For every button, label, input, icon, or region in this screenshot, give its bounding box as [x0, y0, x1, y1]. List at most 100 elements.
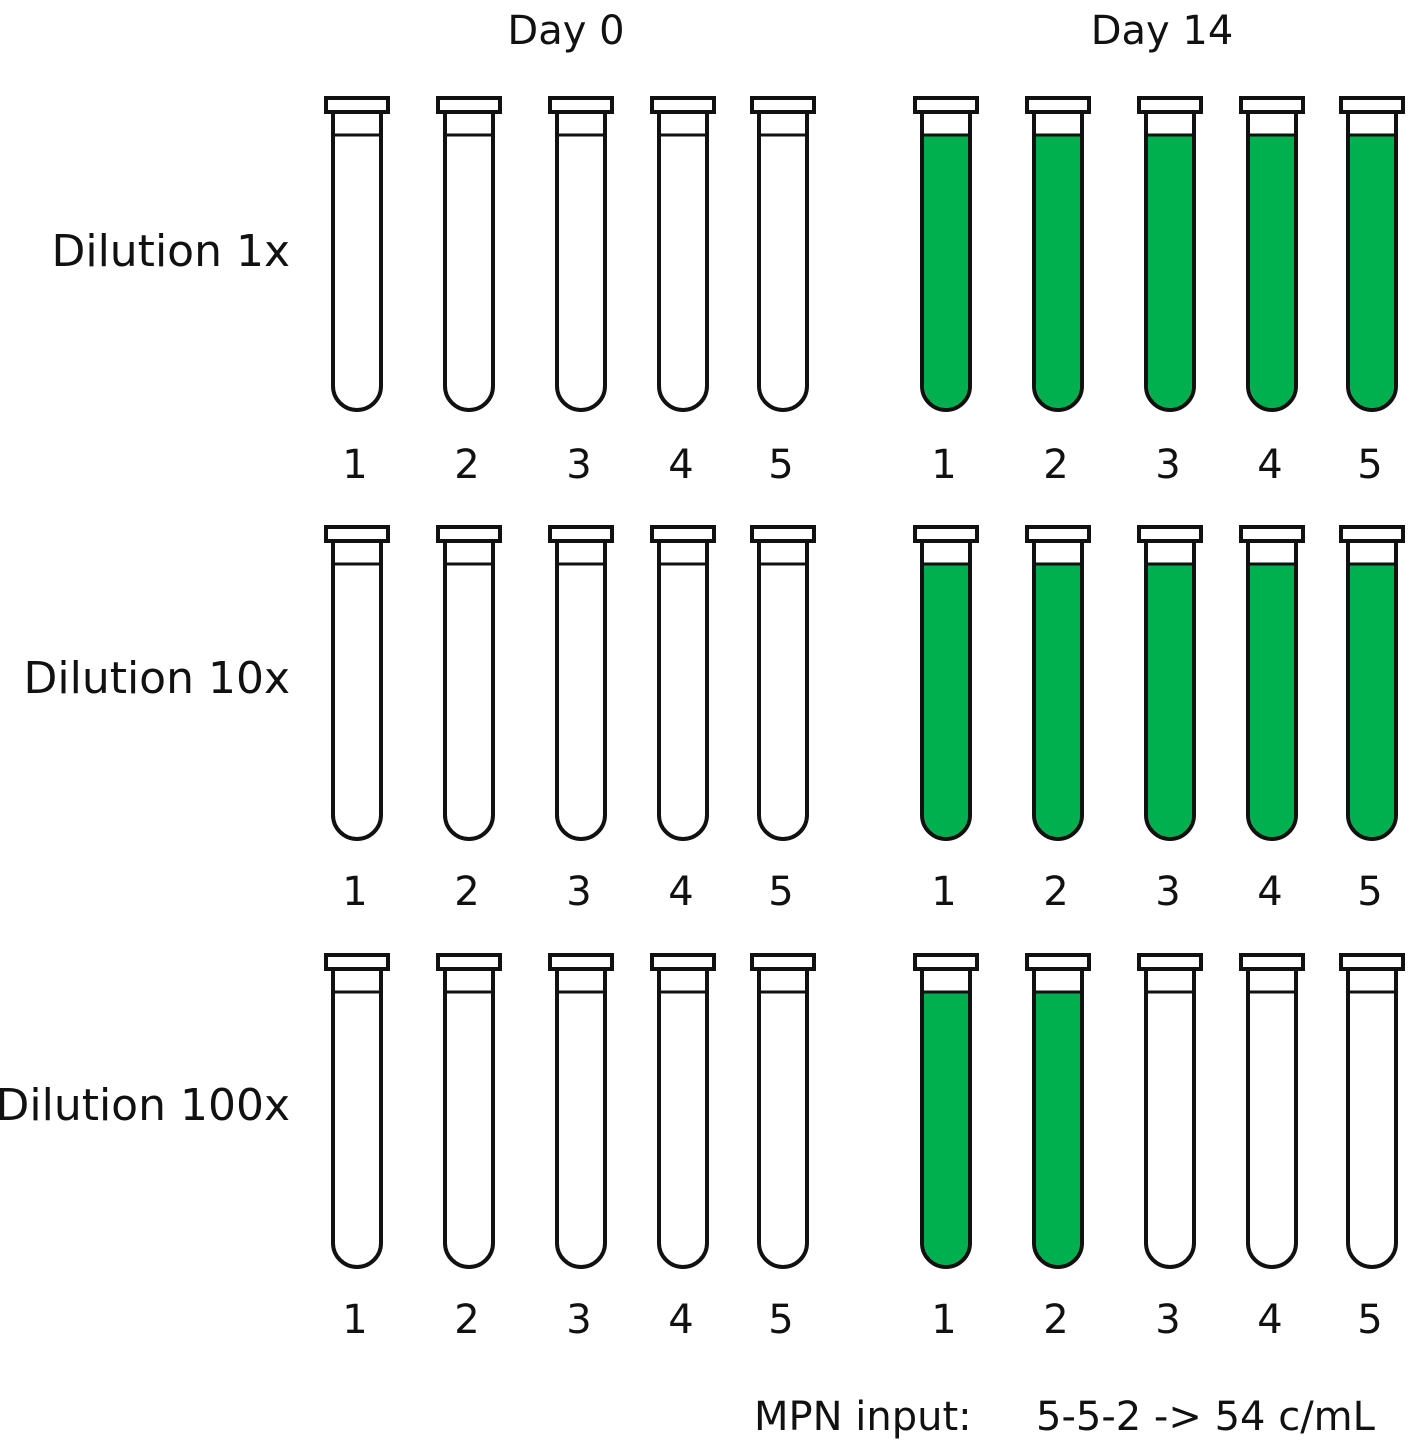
tube-day0-dilution-10x-3: 3	[548, 525, 614, 915]
tube-day0-dilution-1x-3: 3	[548, 96, 614, 488]
tube-outline	[1246, 969, 1298, 1269]
tube-outline	[920, 541, 972, 841]
tube-cap-rim	[1137, 525, 1203, 543]
tube-body-bg	[759, 112, 807, 410]
tube-number-label: 5	[768, 1297, 793, 1343]
tube-number-label: 2	[1043, 1297, 1068, 1343]
tube-outline	[1032, 541, 1084, 841]
tube-number-label: 1	[342, 1297, 367, 1343]
tube-positive-fill	[924, 564, 968, 837]
tube-number-label: 5	[1357, 869, 1382, 915]
tube-outline	[1032, 969, 1084, 1269]
column-title-day-14: Day 14	[1091, 8, 1234, 54]
column-title-day-0: Day 0	[507, 8, 624, 54]
tube-cap-rim	[750, 953, 816, 971]
tube-body-bg	[333, 112, 381, 410]
tube-number-label: 1	[342, 442, 367, 488]
tube-positive-fill	[1350, 564, 1394, 837]
tube-number-label: 3	[1155, 1297, 1180, 1343]
tube-day14-dilution-1x-5: 5	[1339, 96, 1405, 488]
tube-outline	[657, 541, 709, 841]
row-label-dilution-1x: Dilution 1x	[51, 226, 290, 277]
tube-outline	[1032, 112, 1084, 412]
tube-body-bg	[445, 969, 493, 1267]
tube-number-label: 4	[1257, 1297, 1282, 1343]
tube-outline	[920, 112, 972, 412]
tube-day0-dilution-10x-5: 5	[750, 525, 816, 915]
tube-number-label: 4	[668, 442, 693, 488]
tube-number-label: 4	[1257, 869, 1282, 915]
tube-positive-fill	[1250, 135, 1294, 408]
tube-positive-fill	[1036, 564, 1080, 837]
tube-outline	[443, 969, 495, 1269]
tube-positive-fill	[1036, 135, 1080, 408]
tube-number-label: 1	[931, 869, 956, 915]
tube-cap-rim	[548, 525, 614, 543]
tube-number-label: 5	[1357, 442, 1382, 488]
tube-cap-rim	[913, 953, 979, 971]
tube-day14-dilution-10x-4: 4	[1239, 525, 1305, 915]
tube-number-label: 4	[1257, 442, 1282, 488]
tube-positive-fill	[1036, 992, 1080, 1265]
tube-day14-dilution-1x-1: 1	[913, 96, 979, 488]
tube-day0-dilution-100x-4: 4	[650, 953, 716, 1343]
tube-cap-rim	[548, 953, 614, 971]
tube-day0-dilution-1x-1: 1	[324, 96, 390, 488]
tube-body-bg	[659, 112, 707, 410]
tube-outline	[555, 112, 607, 412]
tube-outline	[555, 541, 607, 841]
tube-number-label: 1	[342, 869, 367, 915]
tube-number-label: 2	[1043, 869, 1068, 915]
tube-outline	[555, 969, 607, 1269]
tube-number-label: 1	[931, 442, 956, 488]
mpn-input-label: MPN input:	[754, 1394, 972, 1440]
tube-cap-rim	[324, 953, 390, 971]
tube-outline	[331, 541, 383, 841]
tube-body-bg	[759, 541, 807, 839]
tube-number-label: 1	[931, 1297, 956, 1343]
tube-day0-dilution-100x-3: 3	[548, 953, 614, 1343]
tube-day0-dilution-10x-4: 4	[650, 525, 716, 915]
tube-outline	[1246, 112, 1298, 412]
tube-number-label: 5	[1357, 1297, 1382, 1343]
tube-cap-rim	[1239, 96, 1305, 114]
tube-day14-dilution-100x-3: 3	[1137, 953, 1203, 1343]
tube-number-label: 5	[768, 442, 793, 488]
tube-cap-rim	[436, 525, 502, 543]
tube-body-bg	[557, 541, 605, 839]
tube-cap-rim	[650, 953, 716, 971]
tube-outline	[1246, 541, 1298, 841]
tube-positive-fill	[924, 992, 968, 1265]
tube-cap-rim	[650, 96, 716, 114]
tube-day14-dilution-10x-1: 1	[913, 525, 979, 915]
tube-cap-rim	[1339, 953, 1405, 971]
tube-day14-dilution-100x-2: 2	[1025, 953, 1091, 1343]
tube-cap-rim	[913, 96, 979, 114]
tube-outline	[1346, 541, 1398, 841]
tube-day14-dilution-1x-2: 2	[1025, 96, 1091, 488]
tube-day14-dilution-100x-4: 4	[1239, 953, 1305, 1343]
tube-body-bg	[1146, 969, 1194, 1267]
tube-outline	[1144, 541, 1196, 841]
tube-day14-dilution-100x-5: 5	[1339, 953, 1405, 1343]
row-label-dilution-10x: Dilution 10x	[23, 653, 290, 704]
tube-outline	[920, 969, 972, 1269]
tube-outline	[1346, 969, 1398, 1269]
tube-outline	[657, 969, 709, 1269]
tube-day0-dilution-10x-1: 1	[324, 525, 390, 915]
tube-cap-rim	[548, 96, 614, 114]
tube-body-bg	[333, 541, 381, 839]
tube-body-bg	[333, 969, 381, 1267]
tube-cap-rim	[1339, 96, 1405, 114]
tube-day14-dilution-1x-3: 3	[1137, 96, 1203, 488]
tube-number-label: 2	[454, 869, 479, 915]
tube-outline	[331, 112, 383, 412]
tube-day14-dilution-100x-1: 1	[913, 953, 979, 1343]
tube-body-bg	[659, 969, 707, 1267]
tube-cap-rim	[750, 96, 816, 114]
tube-day0-dilution-1x-4: 4	[650, 96, 716, 488]
tube-outline	[331, 969, 383, 1269]
tube-outline	[1144, 112, 1196, 412]
tube-day0-dilution-1x-2: 2	[436, 96, 502, 488]
tube-day0-dilution-100x-1: 1	[324, 953, 390, 1343]
